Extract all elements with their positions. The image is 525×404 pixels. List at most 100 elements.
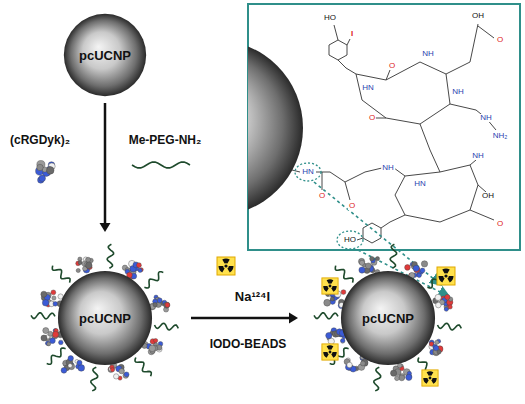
peg-chain [107,244,113,268]
atom-sphere [136,263,141,268]
particle-surface [248,40,303,216]
arrow-shaft [191,317,291,320]
peg-chain [374,367,381,391]
atom-sphere [341,338,345,342]
atom-sphere [330,297,334,301]
atom-sphere [43,328,49,334]
peptide-molecule [429,339,443,356]
atom-sphere [85,262,92,269]
peptide-molecule [433,294,453,311]
atom-sphere [153,302,157,306]
peg-chain [91,367,98,391]
particle-label: pcUCNP [79,311,131,326]
peptide-molecule [76,257,94,273]
peptide-molecule [390,363,411,381]
atom-sphere [78,365,85,372]
atom-sphere [47,167,55,175]
atom-sphere [417,273,421,277]
atom-sphere [154,338,158,342]
atom-label: HN [361,84,375,92]
atom-sphere [341,290,346,295]
atom-sphere [397,363,402,368]
atom-sphere [437,350,441,354]
atom-sphere [421,261,427,267]
atom-label: I [350,30,354,38]
sphere-body [341,271,435,365]
atom-sphere [68,364,72,368]
arrow-head [100,223,111,232]
sphere-body [58,271,152,365]
atom-label: HO [343,236,357,244]
radioactive-icon [322,344,338,360]
particle-label: pcUCNP [362,311,414,326]
peg-chain [144,272,163,288]
peg-chain [438,323,462,330]
atom-label: HN [301,168,315,176]
atom-sphere [123,373,129,379]
atom-sphere [444,307,448,311]
atom-sphere [347,362,353,368]
atom-sphere [341,339,345,343]
reagent-label: Na¹²⁴I [235,290,270,303]
radioactive-icon [322,278,338,294]
particle-node: pcUCNP [340,270,436,366]
atom-label: OH [471,12,485,20]
atom-sphere [110,368,114,372]
atom-sphere [445,294,450,299]
atom-sphere [77,360,82,365]
arrow-shaft [104,103,107,225]
atom-sphere [113,374,118,379]
atom-sphere [324,299,331,306]
atom-sphere [405,265,411,271]
atom-sphere [78,261,82,265]
peptide-molecule [108,362,129,380]
atom-sphere [361,360,368,367]
atom-label: NH [451,88,465,96]
particle-label: pcUCNP [79,48,131,63]
peptide-molecule [149,295,170,312]
atom-sphere [45,341,50,346]
atom-sphere [42,300,49,307]
atom-sphere [420,268,425,273]
atom-sphere [436,302,442,308]
atom-sphere [390,370,396,376]
atom-sphere [359,267,365,273]
radioactive-icon [217,257,235,275]
atom-sphere [41,335,47,341]
atom-sphere [165,303,170,308]
particle-node: pcUCNP [63,13,147,97]
atom-sphere [395,376,400,381]
atom-sphere [52,296,56,300]
atom-sphere [358,258,364,264]
chemical-structure [292,24,496,243]
atom-label: NH [421,50,435,58]
atom-sphere [41,291,47,297]
atom-label: O [388,62,396,70]
atom-sphere [326,332,332,338]
atom-sphere [48,331,53,336]
atom-sphere [406,374,412,380]
atom-label: HN [413,180,427,188]
atom-sphere [61,367,67,373]
atom-sphere [53,302,58,307]
atom-sphere [138,268,142,272]
atom-sphere [413,265,419,271]
atom-sphere [164,302,170,308]
atom-sphere [435,340,439,344]
peg-chain [135,357,151,376]
particle-node: pcUCNP [57,270,153,366]
highlight-circle [337,231,363,249]
peg-chain [31,313,55,319]
atom-label: NH [381,164,395,172]
peptide-molecule [41,290,63,307]
atom-sphere [448,305,452,309]
reagent-label: (cRGDyk)₂ [10,134,70,146]
reagent-label: IODO-BEADS [210,338,287,350]
atom-sphere [68,356,73,361]
atom-sphere [365,263,371,269]
atom-label: O [348,202,356,210]
peg-chain [132,162,190,168]
process-arrow [100,103,111,232]
radioactive-icon [437,267,455,285]
radioactive-icon [422,370,438,386]
